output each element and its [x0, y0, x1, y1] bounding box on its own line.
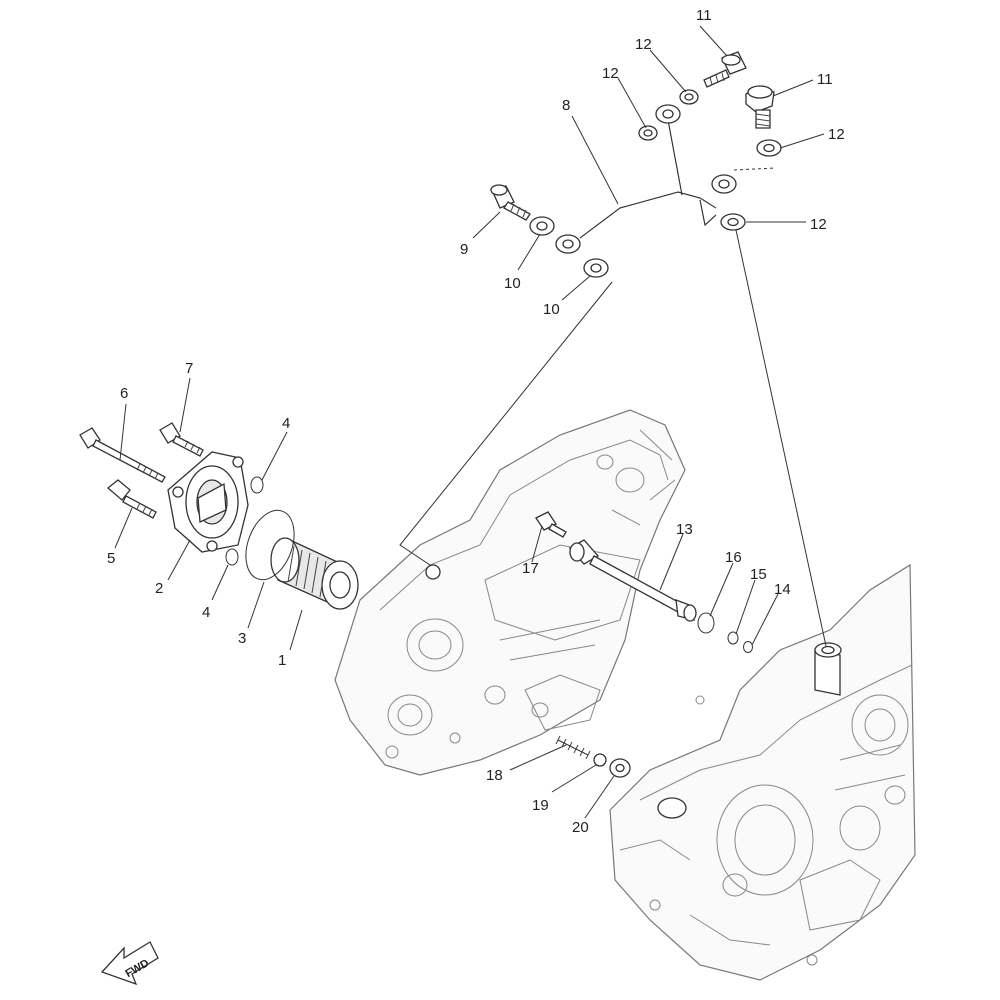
- bolt-17: [535, 511, 567, 538]
- left-crankcase: [334, 409, 686, 776]
- o-ring-small-upper: [250, 476, 264, 494]
- o-ring-16: [697, 612, 715, 634]
- callout-14: 14: [774, 581, 791, 598]
- washer-12-d: [720, 213, 746, 231]
- right-crankcase: [609, 563, 916, 981]
- callout-12-d: 12: [810, 216, 827, 233]
- callout-8: 8: [562, 97, 570, 114]
- callout-18: 18: [486, 767, 503, 784]
- callout-3: 3: [238, 630, 246, 647]
- callout-10-upper: 10: [504, 275, 521, 292]
- union-bolt-11-right: [745, 85, 775, 129]
- callout-labels: 1 2 3 4 4 5 6 7 8 9 10 10 11 11 12 12 12…: [107, 7, 845, 836]
- washer-10-upper: [529, 216, 555, 236]
- callout-11-right: 11: [817, 71, 833, 88]
- callout-4-lower: 4: [202, 604, 210, 621]
- callout-19: 19: [532, 797, 549, 814]
- callout-12-a: 12: [635, 36, 652, 53]
- bolt-5: [106, 479, 157, 519]
- oil-filter-cover: [167, 451, 249, 553]
- plug-20: [609, 758, 631, 778]
- union-bolt-11-upper: [703, 51, 747, 88]
- bolt-7: [159, 422, 204, 457]
- o-ring-large: [245, 509, 295, 581]
- o-ring-15: [727, 631, 739, 645]
- callout-16: 16: [725, 549, 742, 566]
- callout-6: 6: [120, 385, 128, 402]
- callout-11-upper: 11: [696, 7, 712, 24]
- callout-12-c: 12: [828, 126, 845, 143]
- washer-10-lower: [583, 258, 609, 278]
- relief-valve-assembly: [568, 539, 697, 622]
- callout-1: 1: [278, 652, 286, 669]
- washer-12-c: [756, 139, 782, 157]
- callout-2: 2: [155, 580, 163, 597]
- callout-9: 9: [460, 241, 468, 258]
- callout-20: 20: [572, 819, 589, 836]
- callout-17: 17: [522, 560, 539, 577]
- union-bolt-9: [490, 184, 531, 221]
- callout-15: 15: [750, 566, 767, 583]
- callout-4-upper: 4: [282, 415, 290, 432]
- leader-lines: [114, 25, 827, 819]
- o-ring-small-lower: [225, 548, 239, 566]
- o-ring-14: [743, 641, 753, 653]
- ball-19: [593, 753, 607, 767]
- callout-12-b: 12: [602, 65, 619, 82]
- callout-10-lower: 10: [543, 301, 560, 318]
- washer-12-b: [638, 125, 658, 141]
- spring-18: [555, 735, 591, 760]
- forward-direction-arrow: FWD: [100, 941, 159, 986]
- callout-13: 13: [676, 521, 693, 538]
- oil-delivery-pipe: [555, 104, 777, 254]
- oil-filter-element: [270, 537, 359, 610]
- washer-12-a: [679, 89, 699, 105]
- callout-7: 7: [185, 360, 193, 377]
- long-bolt: [79, 427, 166, 483]
- callout-5: 5: [107, 550, 115, 567]
